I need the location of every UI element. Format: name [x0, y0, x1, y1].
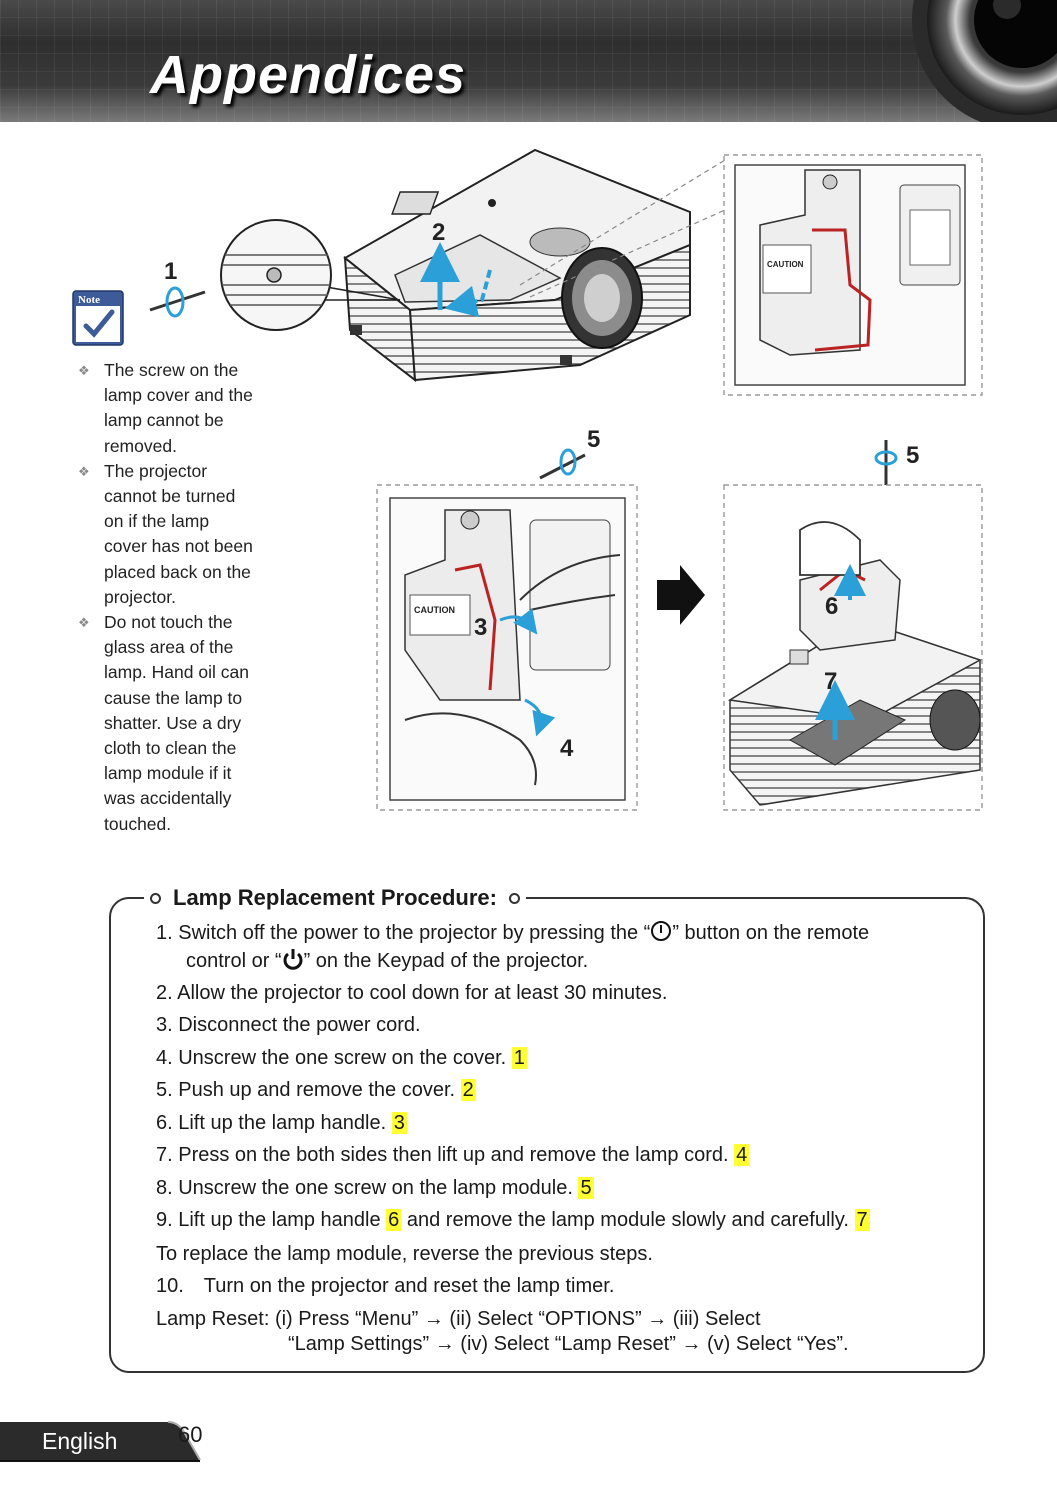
title-dot-icon	[508, 892, 520, 904]
svg-text:2: 2	[432, 219, 445, 246]
lamp-reset-line-1: Lamp Reset: (i) Press “Menu” → (ii) Sele…	[156, 1308, 761, 1330]
power-circle-icon	[651, 921, 672, 941]
svg-text:5: 5	[587, 426, 600, 453]
svg-text:3: 3	[474, 614, 487, 641]
projector-body	[343, 148, 691, 383]
step-tag: 6	[386, 1209, 402, 1231]
projector-lens-graphic	[912, 0, 1057, 122]
power-icon	[283, 949, 303, 970]
svg-text:CAUTION: CAUTION	[767, 260, 804, 269]
procedure-title: Lamp Replacement Procedure:	[173, 885, 497, 910]
step-5: 5. Push up and remove the cover. 2	[156, 1079, 476, 1101]
step-7: 7. Press on the both sides then lift up …	[156, 1144, 750, 1166]
screw-detail-magnifier	[149, 219, 401, 331]
svg-text:4: 4	[560, 735, 574, 762]
lamp-replacement-illustration: 1 2 CAUTION 5 CAUTION 3 4	[149, 148, 983, 811]
diamond-bullet-icon: ❖	[78, 615, 90, 631]
svg-text:Note: Note	[78, 294, 100, 306]
step-3: 3. Disconnect the power cord.	[156, 1014, 421, 1036]
lamp-handle-panel: CAUTION	[376, 484, 638, 811]
svg-text:6: 6	[825, 593, 838, 620]
svg-text:7: 7	[824, 668, 837, 695]
step-6: 6. Lift up the lamp handle. 3	[156, 1112, 407, 1134]
diamond-bullet-icon: ❖	[78, 463, 90, 479]
procedure-title-bar: Lamp Replacement Procedure:	[144, 884, 526, 912]
note-icon: Note	[72, 290, 124, 346]
lamp-module-removal-panel	[723, 484, 983, 811]
step-1: 1. Switch off the power to the projector…	[156, 921, 870, 944]
step-tag: 4	[734, 1144, 750, 1166]
page-title: Appendices	[150, 45, 467, 105]
step-8: 8. Unscrew the one screw on the lamp mod…	[156, 1177, 594, 1199]
next-step-arrow-icon	[657, 565, 705, 625]
step-10: 10. Turn on the projector and reset the …	[156, 1275, 615, 1297]
step-tag: 1	[511, 1047, 527, 1069]
svg-text:1: 1	[164, 258, 177, 285]
step-9: 9. Lift up the lamp handle 6 and remove …	[156, 1209, 870, 1231]
svg-text:CAUTION: CAUTION	[414, 605, 455, 615]
step-tag: 7	[854, 1209, 870, 1231]
diamond-bullet-icon: ❖	[78, 363, 90, 378]
lamp-reset-line-2: “Lamp Settings” → (iv) Select “Lamp Rese…	[288, 1333, 849, 1355]
step-2: 2. Allow the projector to cool down for …	[156, 982, 668, 1004]
screwdriver-step5-left	[539, 448, 586, 480]
svg-text:5: 5	[906, 442, 919, 469]
page-number: 60	[178, 1422, 203, 1447]
replace-note: To replace the lamp module, reverse the …	[156, 1243, 653, 1265]
footer-language: English	[42, 1428, 118, 1454]
step-tag: 2	[460, 1079, 476, 1101]
step-4: 4. Unscrew the one screw on the cover. 1	[156, 1047, 527, 1069]
step-1-cont: control or “” on the Keypad of the proje…	[186, 949, 589, 972]
header-texture	[0, 0, 1057, 122]
step-tag: 5	[578, 1177, 594, 1199]
lamp-detail-panel-top: CAUTION	[519, 154, 983, 396]
page-header: Appendices	[0, 0, 1057, 122]
step-tag: 3	[391, 1112, 407, 1134]
procedure-box	[109, 897, 985, 1373]
footer-language-tab	[0, 1421, 201, 1462]
title-dot-icon	[150, 892, 161, 904]
